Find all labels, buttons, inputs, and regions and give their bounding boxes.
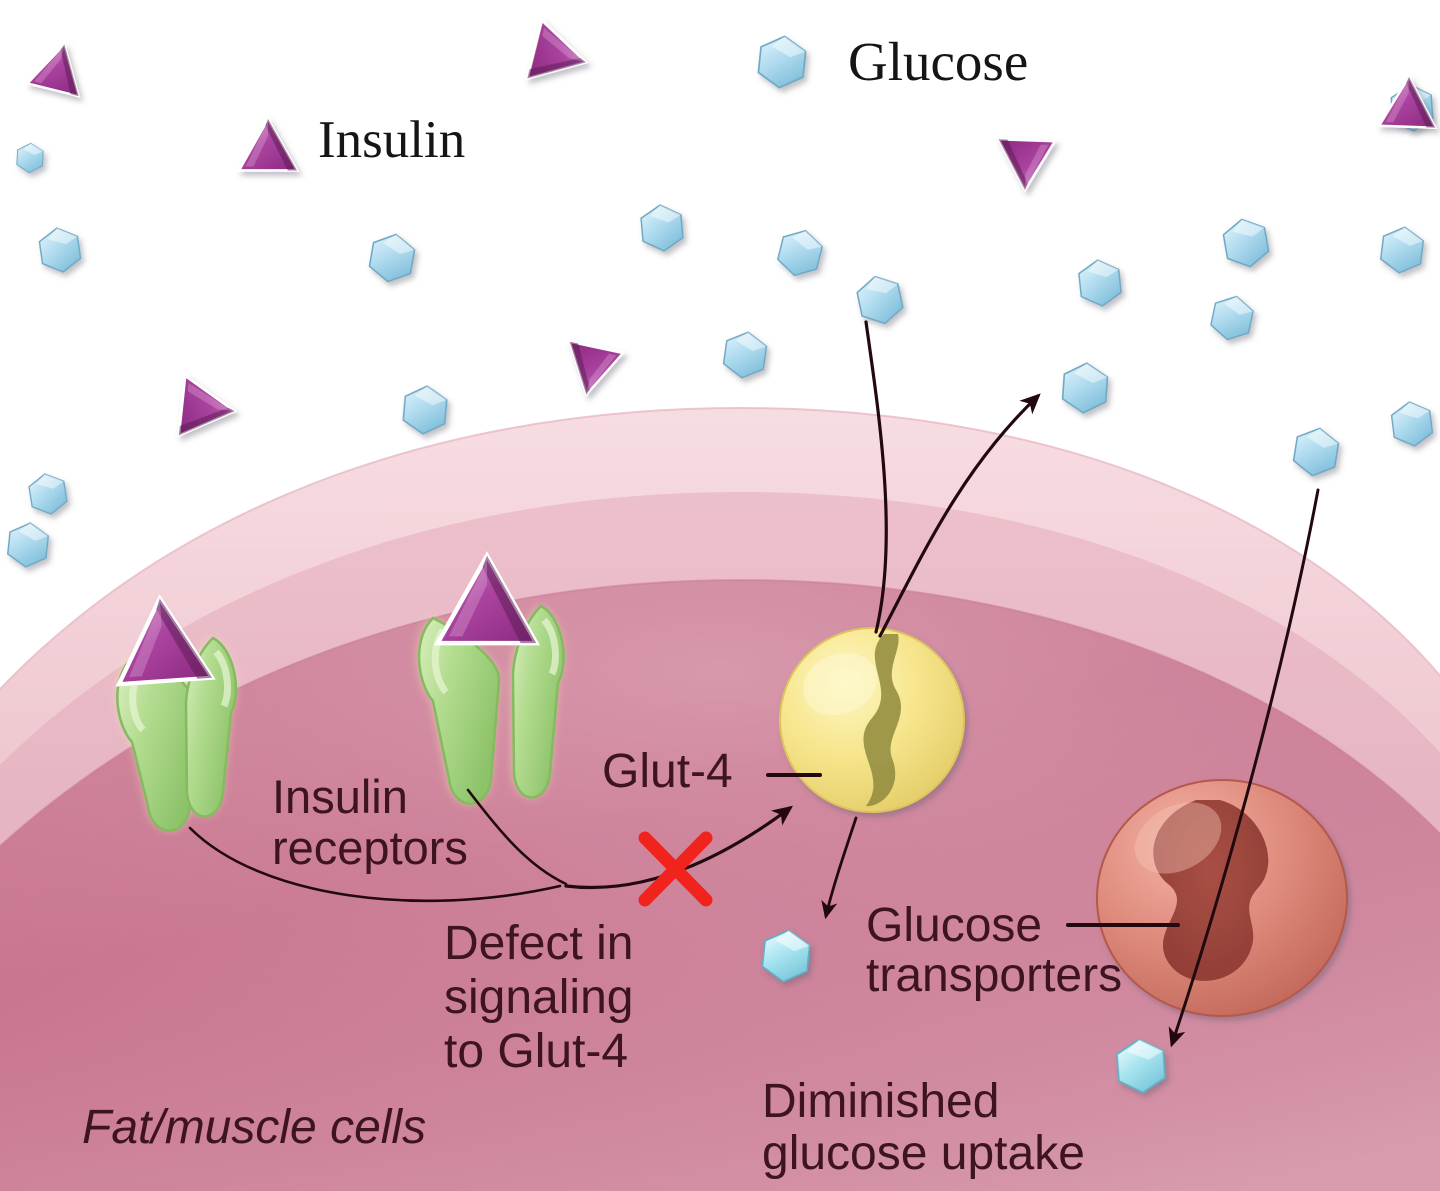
glucose-hexagon <box>774 225 826 281</box>
label-fat-muscle-cells: Fat/muscle cells <box>82 1101 427 1154</box>
glucose-hexagon <box>1378 223 1426 277</box>
glucose-hexagon <box>1207 291 1257 345</box>
transport-path-right <box>1168 488 1320 1048</box>
receptor-arm-left <box>417 616 501 805</box>
glucose-hexagon <box>401 383 449 437</box>
glucose-hexagon <box>721 328 769 382</box>
insulin-receptor-right[interactable] <box>417 556 565 805</box>
label-insulin-receptors-line2: receptors <box>272 821 468 874</box>
insulin-triangle <box>237 117 299 172</box>
glut4-to-glucose-arrow <box>821 816 858 920</box>
receptor-leader-right <box>466 788 568 886</box>
glucose-hexagon <box>639 202 685 254</box>
cell-body <box>0 406 1440 1191</box>
label-insulin: Insulin <box>318 111 466 169</box>
label-glut4: Glut-4 <box>602 745 733 798</box>
glucose-hexagon <box>1389 399 1435 449</box>
glucose-in-line <box>864 320 888 634</box>
label-defect-line1: Defect in <box>444 917 634 970</box>
glucose-hexagon <box>366 230 418 286</box>
insulin-triangle <box>177 374 240 443</box>
glucose-hexagon <box>15 142 45 174</box>
label-glucose: Glucose <box>848 31 1029 92</box>
label-diminished-line2: glucose uptake <box>762 1127 1085 1180</box>
cytoplasm-highlight <box>0 580 1440 1191</box>
glut4-vesicle[interactable] <box>779 627 965 813</box>
defect-red-x <box>638 831 713 907</box>
glucose-hexagon <box>26 470 70 518</box>
glucose-hexagon <box>756 33 808 91</box>
insulin-triangle <box>26 36 92 98</box>
glucose-hexagon <box>1290 424 1342 480</box>
glucose-out-arrow <box>878 393 1041 638</box>
label-insulin-receptors-line1: Insulin <box>272 770 408 823</box>
glucose-transporter-membrane[interactable] <box>1096 779 1348 1017</box>
membrane-edge-line <box>0 406 1440 691</box>
glucose-hexagon <box>1060 360 1110 416</box>
insulin-triangle <box>995 137 1057 193</box>
glucose-hexagon <box>5 520 51 570</box>
label-diminished-line1: Diminished <box>762 1075 1000 1128</box>
insulin-receptor-left[interactable] <box>113 595 238 832</box>
insulin-molecules-extracellular <box>26 19 1439 443</box>
insulin-triangle <box>525 19 595 93</box>
glucose-hexagon <box>853 271 907 329</box>
label-glucose-transporters-line1: Glucose <box>866 899 1043 952</box>
glut4-channel <box>863 634 902 807</box>
label-glucose-transporters-line2: transporters <box>866 949 1123 1002</box>
insulin-triangle <box>558 340 625 402</box>
label-defect-line3: to Glut-4 <box>444 1025 629 1078</box>
label-defect-line2: signaling <box>444 971 634 1024</box>
glucose-hexagon <box>37 224 83 276</box>
glucose-hexagon <box>1220 215 1272 271</box>
glucose-hexagon <box>1076 257 1124 309</box>
receptor-leader-left <box>188 826 562 903</box>
